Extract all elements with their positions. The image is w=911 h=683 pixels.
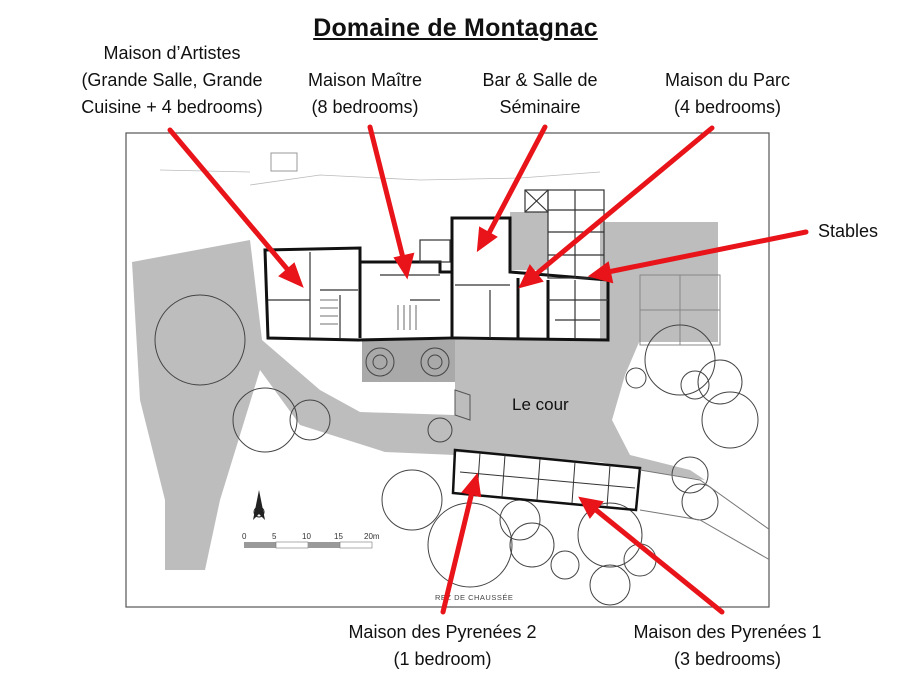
diagram-title: Domaine de Montagnac — [313, 14, 598, 42]
label-line: Bar & Salle de — [482, 70, 598, 90]
label-line: Maison des Pyrenées 1 — [633, 622, 822, 642]
label-stables: Stables — [817, 221, 879, 241]
arrow-pyrenees-1 — [578, 496, 725, 615]
north-arrow-icon — [253, 490, 265, 520]
arrow-maison-parc — [518, 125, 715, 289]
label-line: Maison des Pyrenées 2 — [348, 622, 537, 642]
label-line: (Grande Salle, Grande — [81, 70, 263, 90]
road — [639, 469, 769, 530]
label-bar-seminaire: Bar & Salle de Séminaire — [465, 67, 615, 121]
label-line: (4 bedrooms) — [673, 97, 782, 117]
road — [639, 509, 769, 561]
label-maison-parc: Maison du Parc (4 bedrooms) — [640, 67, 815, 121]
pyrenees-interior — [459, 452, 636, 508]
arrow-maison-artistes — [167, 127, 304, 288]
label-line: Maison d’Artistes — [103, 43, 241, 63]
label-line: (1 bedroom) — [393, 649, 492, 669]
interior-walls — [268, 189, 608, 338]
label-line: (8 bedrooms) — [311, 97, 419, 117]
label-line: (3 bedrooms) — [673, 649, 782, 669]
arrows — [167, 124, 809, 615]
arrow-bar-seminaire — [476, 124, 548, 253]
main-building — [263, 216, 610, 342]
gate — [454, 389, 471, 421]
plan-caption: REZ DE CHAUSSÉE — [435, 593, 513, 602]
arrow-maison-maitre — [367, 124, 415, 280]
trees — [154, 294, 759, 606]
scale-tick-10: 10 — [302, 532, 311, 541]
label-le-cour: Le cour — [512, 395, 569, 414]
label-line: Séminaire — [499, 97, 581, 117]
label-pyrenees-1: Maison des Pyrenées 1 (3 bedrooms) — [605, 619, 850, 673]
label-line: Cuisine + 4 bedrooms) — [81, 97, 263, 117]
scale-bar: 0 5 10 15 20m — [242, 532, 380, 549]
label-maison-artistes: Maison d’Artistes (Grande Salle, Grande … — [52, 40, 292, 121]
label-line: Maison Maître — [307, 70, 423, 90]
stairs — [320, 299, 417, 330]
arrow-pyrenees-2 — [440, 472, 482, 615]
outbuilding — [270, 152, 298, 172]
scale-tick-15: 15 — [334, 532, 343, 541]
scale-tick-0: 0 — [242, 532, 247, 541]
label-line: Maison du Parc — [664, 70, 791, 90]
label-pyrenees-2: Maison des Pyrenées 2 (1 bedroom) — [320, 619, 565, 673]
scale-tick-20: 20m — [364, 532, 380, 541]
path-line — [249, 171, 601, 186]
label-maison-maitre: Maison Maître (8 bedrooms) — [290, 67, 440, 121]
annex — [639, 274, 721, 346]
arrow-stables — [587, 229, 809, 284]
scale-tick-5: 5 — [272, 532, 277, 541]
pyrenees-building — [451, 448, 642, 512]
